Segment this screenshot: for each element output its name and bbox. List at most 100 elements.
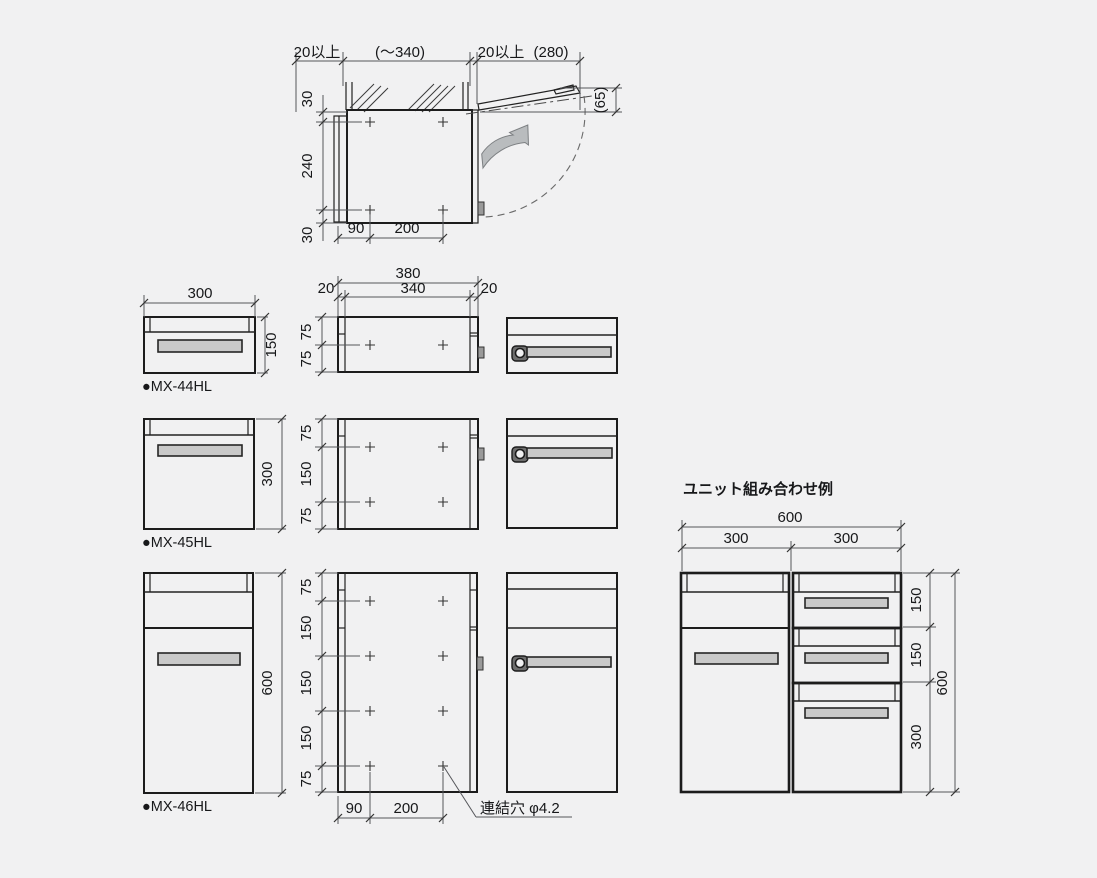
dimension-label: 30 [299,227,316,244]
combination-right-dimensions: 150 150 300 600 [903,568,960,797]
dimension-label: 150 [298,725,315,750]
dimension-ticks [925,568,960,797]
mx45-row: 300 ●MX-45HL [142,414,618,551]
dimension-label: 150 [298,461,315,486]
name-plate [526,656,612,668]
dimension-label: 600 [777,509,802,526]
mx45-side-left-dimensions: 75 150 75 [298,414,360,534]
dimension-label: 150 [298,615,315,640]
dimension-label: 150 [298,670,315,695]
swing-arc [484,95,586,218]
dimension-label: 20 [318,280,335,297]
mx46-side-left-dimensions: 75 150 150 150 75 [298,568,360,797]
mx46-front-view [143,572,254,794]
dimension-label: 75 [298,771,315,788]
mx46-side-view [337,572,484,793]
dimension-label: 75 [298,351,315,368]
section-top-dimensions: 20以上 (～340) 20以上 (280) [291,44,585,112]
dimension-label: 300 [723,530,748,547]
dimension-ticks [611,83,621,117]
mx46-bottom-dimensions: 90 200 [333,772,448,824]
wall-edges [345,82,469,110]
connect-hole-note: 連結穴 φ4.2 [480,800,560,817]
connect-hole-callout: 連結穴 φ4.2 [443,766,572,818]
rotation-arrow-icon [481,124,530,170]
combination-title: ユニット組み合わせ例 [683,480,833,498]
dimension-label: 150 [263,332,280,357]
dimension-label: 200 [393,800,418,817]
mx44-row: 300 150 ●MX-44HL [139,265,618,395]
combination-unit-mx44-top [791,571,903,630]
dimension-ticks [333,813,448,823]
dimension-label: 600 [259,670,276,695]
dimension-label: 150 [908,642,925,667]
dimension-label: 75 [298,579,315,596]
connect-hole-marks [365,117,448,215]
mx46-back-view [506,572,618,793]
mx45-side-view [337,418,485,530]
wall-hatch [349,83,456,113]
dimension-ticks [333,233,448,243]
dimension-label: 20以上 [294,44,341,61]
dimension-ticks [317,568,327,797]
door-knob [477,447,485,461]
dimension-ticks [317,312,327,377]
lock-cylinder [514,448,526,460]
mx44-front-view [143,316,256,374]
dimension-label: 200 [394,220,419,237]
model-label-mx45: ●MX-45HL [142,535,212,551]
dimension-label: 240 [299,153,316,178]
dimension-label: (65) [592,87,609,114]
dimension-label: 20以上 [478,44,525,61]
dimension-ticks [291,56,585,66]
dimension-label: 90 [348,220,365,237]
dimension-label: 340 [400,280,425,297]
dimension-ticks [317,414,327,534]
dimension-label: 300 [259,461,276,486]
door-knob [477,201,485,216]
dimension-label: 380 [395,265,420,282]
mail-slot [157,652,241,666]
dimension-ticks [677,522,906,553]
dimension-label: 300 [908,724,925,749]
dimension-ticks [318,107,328,228]
mx45-front-view [143,418,255,530]
dimension-label: 75 [298,324,315,341]
open-flap [477,84,581,111]
section-left-dimensions: 30 240 30 [299,91,362,244]
dimension-label: 150 [908,587,925,612]
box-body-section [346,109,473,224]
combination-example: ユニット組み合わせ例 600 300 300 [677,480,960,797]
mail-slot [157,339,243,353]
mx45-height-dimension: 300 [256,414,287,534]
dimension-label: 300 [833,530,858,547]
mx46-row: 600 ●MX-46HL [142,568,618,824]
mail-slot [804,652,889,664]
section-bottom-dimensions: 90 200 [333,214,448,244]
model-label-mx44: ●MX-44HL [142,379,212,395]
installation-section-view: 20以上 (～340) 20以上 (280) 30 240 30 [291,44,622,244]
mx45-back-view [506,418,618,529]
mail-slot [694,652,779,665]
dimension-label: (280) [533,44,568,61]
dimension-label: (～340) [375,44,425,61]
mx44-side-top-dimensions: 380 20 340 20 [318,265,498,317]
front-door-section [471,109,479,224]
mx44-height-dimension: 150 [257,312,280,378]
mail-slot [804,597,889,609]
dimension-ticks [333,278,483,302]
dimension-label: 20 [481,280,498,297]
flap-centerline [465,95,593,115]
lock-cylinder [514,657,526,669]
mx44-back-view [506,317,618,374]
model-label-mx46: ●MX-46HL [142,799,212,815]
dimension-label: 75 [298,425,315,442]
mail-slot [804,707,889,719]
mail-slot [157,444,243,457]
dimension-label: 90 [346,800,363,817]
mx46-height-dimension: 600 [255,568,287,798]
dimension-label: 600 [934,670,951,695]
flap-handle [553,84,575,95]
